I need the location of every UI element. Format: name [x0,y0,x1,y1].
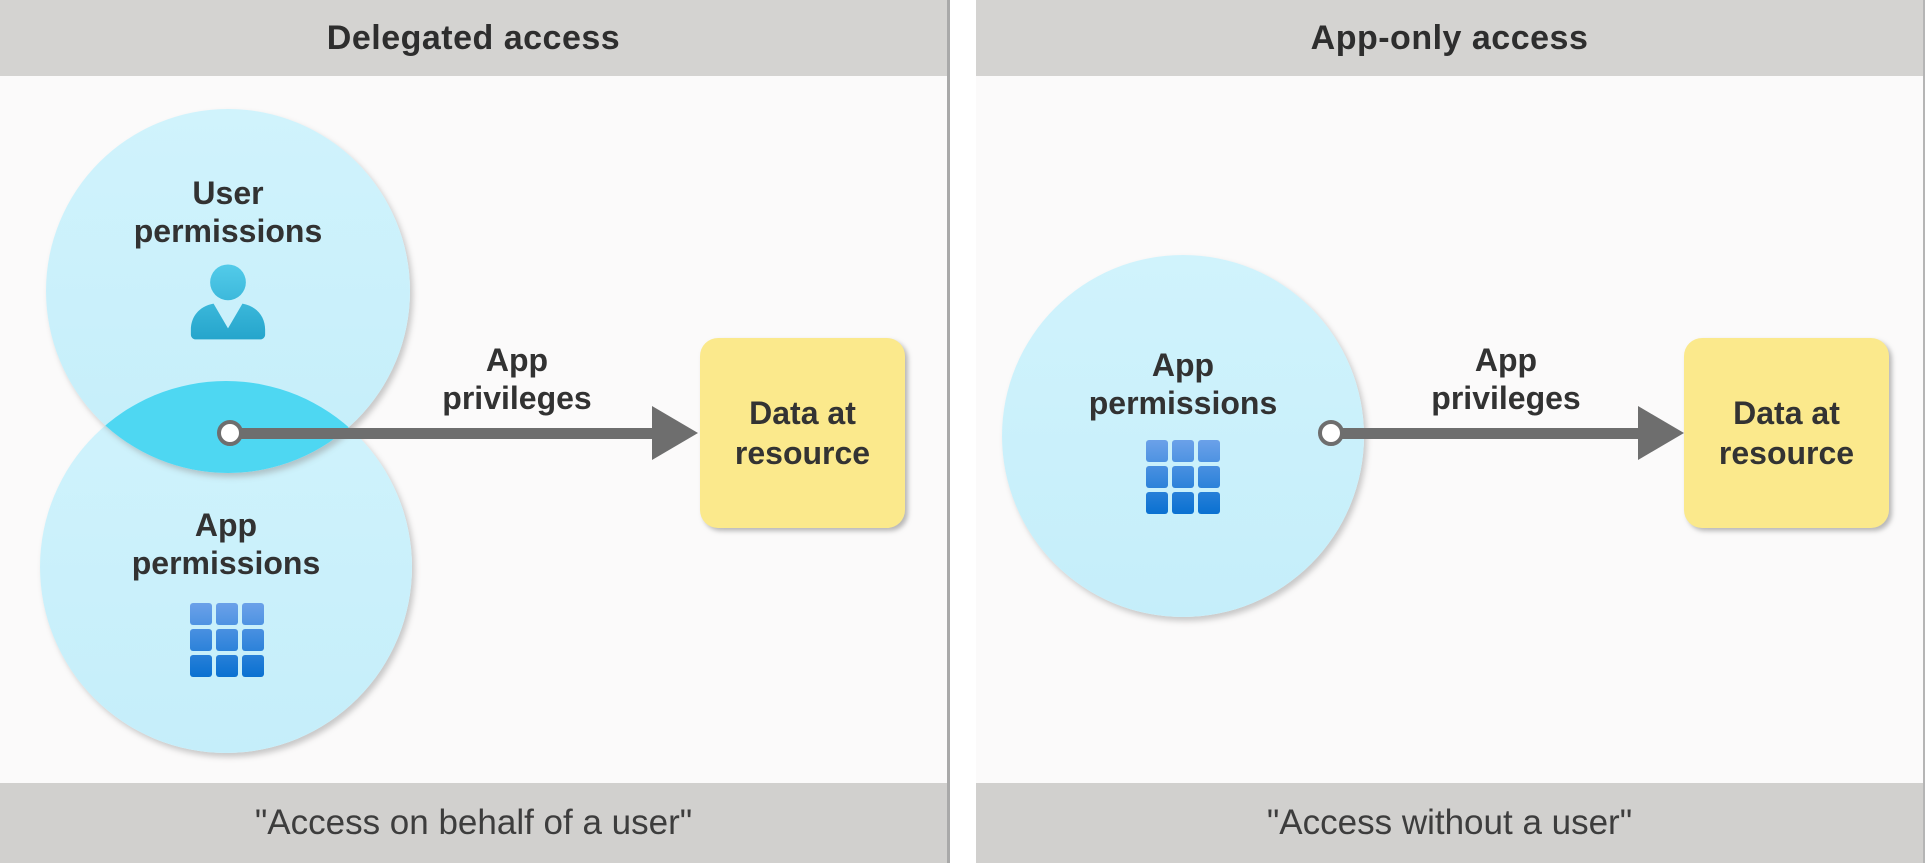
delegated-access-panel: Delegated access User permissions [0,0,950,863]
arrow-line [1331,428,1638,439]
app-privileges-label-line1: App [1474,342,1538,378]
panel-header-app-only: App-only access [976,0,1923,76]
user-permissions-label-line2: permissions [133,213,323,249]
arrow-head-icon [652,406,698,460]
panel-title: Delegated access [326,18,621,57]
app-permissions-label: App permissions [46,506,406,582]
app-permissions-circle [1002,255,1364,617]
panel-caption: "Access on behalf of a user" [254,803,693,842]
app-permissions-label: App permissions [1003,346,1363,422]
connector-dot-icon [217,420,243,446]
user-permissions-label-line1: User [192,175,264,211]
app-permissions-label-line2: permissions [1088,385,1278,421]
resource-box-line1: Data at [1733,395,1840,431]
app-privileges-label: App privileges [1386,341,1626,417]
panel-caption-bar: "Access on behalf of a user" [0,783,947,863]
app-permissions-label-line1: App [1151,347,1215,383]
data-at-resource-box: Data at resource [1684,338,1889,528]
panel-body-app-only: App permissions App [976,76,1923,783]
app-grid-icon [1146,440,1220,514]
app-permissions-label-line2: permissions [131,545,321,581]
app-privileges-label-line1: App [485,342,549,378]
app-only-access-panel: App-only access App permissions [976,0,1925,863]
user-permissions-label: User permissions [48,174,408,250]
arrow-head-icon [1638,406,1684,460]
panel-header-delegated: Delegated access [0,0,947,76]
panel-caption: "Access without a user" [1266,803,1633,842]
resource-box-line2: resource [734,435,871,471]
app-privileges-label: App privileges [397,341,637,417]
panel-title: App-only access [1310,18,1589,57]
app-grid-icon [190,603,264,677]
data-at-resource-box: Data at resource [700,338,905,528]
app-privileges-label-line2: privileges [442,380,592,416]
app-privileges-label-line2: privileges [1431,380,1581,416]
panel-body-delegated: User permissions App permissions [0,76,947,783]
resource-box-line1: Data at [749,395,856,431]
resource-box-line2: resource [1718,435,1855,471]
app-permissions-label-line1: App [194,507,258,543]
arrow-line [230,428,652,439]
panel-caption-bar: "Access without a user" [976,783,1923,863]
connector-dot-icon [1318,420,1344,446]
user-icon [190,264,266,340]
